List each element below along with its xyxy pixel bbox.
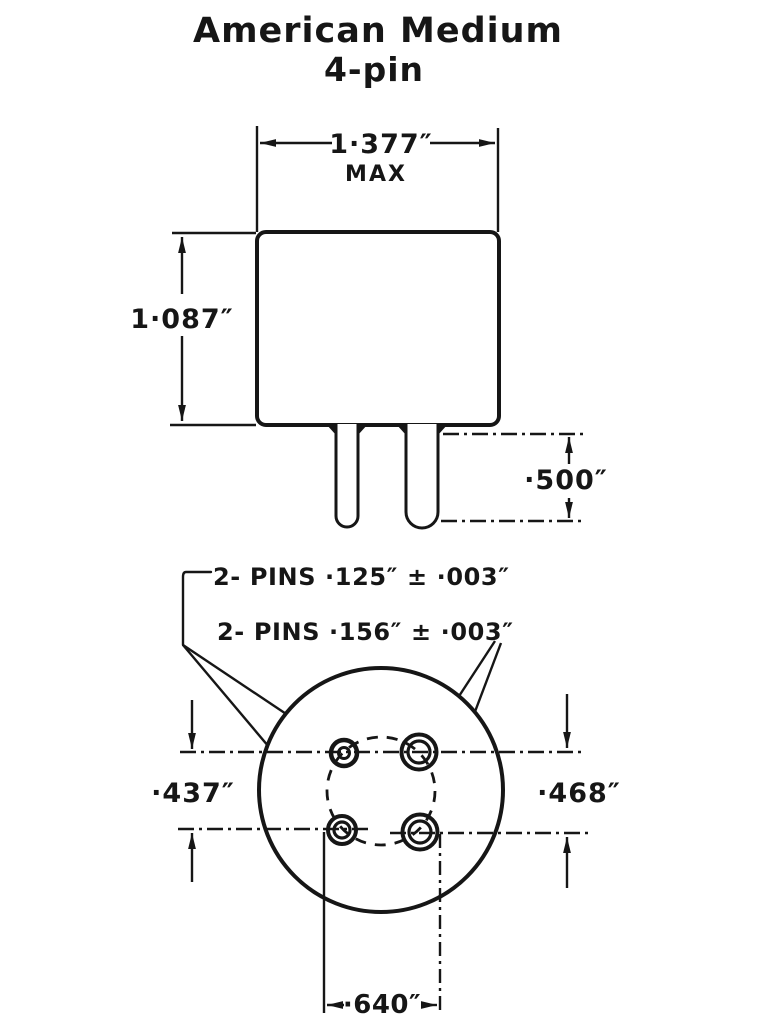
pin-fillet — [358, 424, 368, 435]
height-dimension: 1·087″ — [130, 231, 256, 427]
width-dimension: 1·377″ MAX — [255, 126, 500, 232]
title-line2: 4-pin — [324, 50, 424, 89]
large-pins-label: 2- PINS ·156″ ± ·003″ — [217, 618, 514, 646]
label-bracket — [181, 570, 213, 647]
centerlines — [178, 750, 588, 835]
side-view-pins — [326, 424, 448, 530]
pin-top-right — [399, 732, 439, 772]
width-dim-note: MAX — [345, 162, 407, 187]
bottom-view: 2- PINS ·125″ ± ·003″ 2- PINS ·156″ ± ·0… — [151, 563, 621, 1020]
pin-fillet — [438, 424, 448, 435]
pin-length-dim-label: ·500″ — [524, 465, 608, 496]
pin-spacing-bottom-dimension: ·640″ — [322, 832, 442, 1020]
small-pins-label: 2- PINS ·125″ ± ·003″ — [213, 563, 510, 591]
height-dim-label: 1·087″ — [130, 304, 233, 335]
width-dim-label: 1·377″ — [329, 129, 432, 160]
pin-outer-ring — [399, 732, 439, 772]
row-spacing-left-label: ·437″ — [151, 778, 235, 809]
pin-inner-ring — [406, 739, 432, 765]
side-pin-small — [334, 424, 360, 529]
side-view: 1·377″ MAX 1·087″ — [130, 126, 608, 530]
row-spacing-right-label: ·468″ — [537, 778, 621, 809]
pin-spacing-bottom-label: ·640″ — [343, 990, 421, 1020]
row-spacing-right-dimension: ·468″ — [537, 694, 621, 888]
pin-circle-dashed — [325, 735, 437, 847]
pin-fillet — [396, 424, 406, 435]
base-outline-circle — [257, 666, 505, 914]
pin-length-dimension: ·500″ — [441, 432, 608, 523]
title: American Medium 4-pin — [193, 11, 563, 89]
side-pin-large — [404, 424, 440, 530]
row-spacing-left-dimension: ·437″ — [151, 700, 235, 882]
tube-body-outline — [255, 230, 501, 427]
pin-fillet — [326, 424, 336, 435]
title-line1: American Medium — [193, 11, 563, 51]
